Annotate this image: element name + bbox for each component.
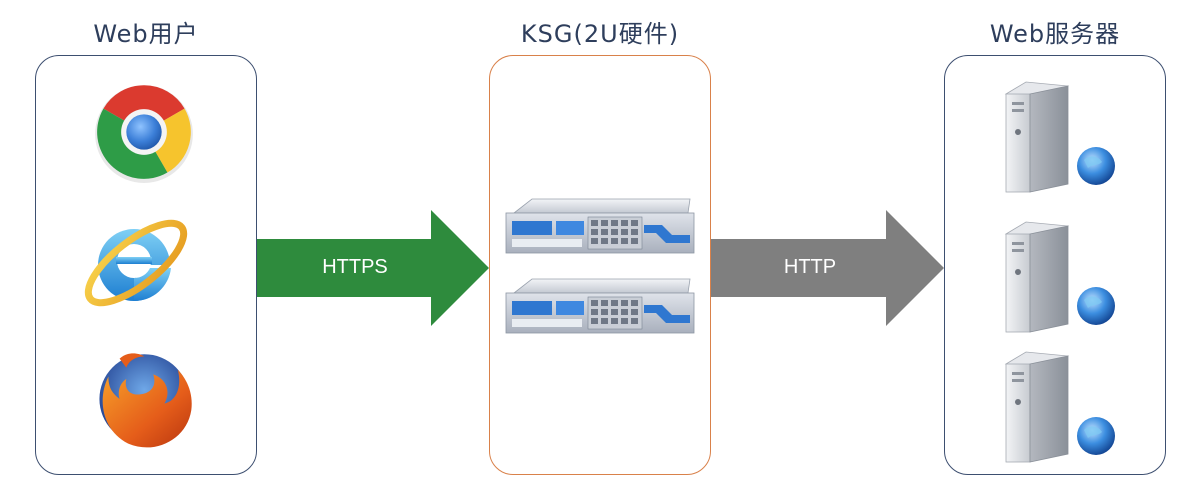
- chrome-icon: [95, 85, 193, 183]
- https-arrow: [257, 210, 489, 326]
- ksg-title: KSG(2U硬件): [520, 20, 680, 48]
- tower-server-icon: [1004, 81, 1115, 193]
- globe-icon: [1077, 417, 1115, 455]
- http-label: HTTP: [783, 256, 837, 278]
- https-arrow-shape: [257, 210, 489, 326]
- globe-icon: [1077, 147, 1115, 185]
- http-arrow: [711, 210, 944, 326]
- users-title: Web用户: [93, 20, 199, 48]
- rack-server-icon: [505, 198, 695, 254]
- http-arrow-shape: [711, 210, 944, 326]
- https-label: HTTPS: [322, 256, 388, 278]
- ksg-box: [489, 55, 711, 475]
- tower-server-icon: [1004, 351, 1115, 463]
- internet-explorer-icon: [84, 219, 188, 307]
- firefox-icon: [99, 353, 192, 448]
- servers-title: Web服务器: [989, 20, 1121, 48]
- rack-server-icon: [505, 278, 695, 334]
- globe-icon: [1077, 287, 1115, 325]
- tower-server-icon: [1004, 221, 1115, 333]
